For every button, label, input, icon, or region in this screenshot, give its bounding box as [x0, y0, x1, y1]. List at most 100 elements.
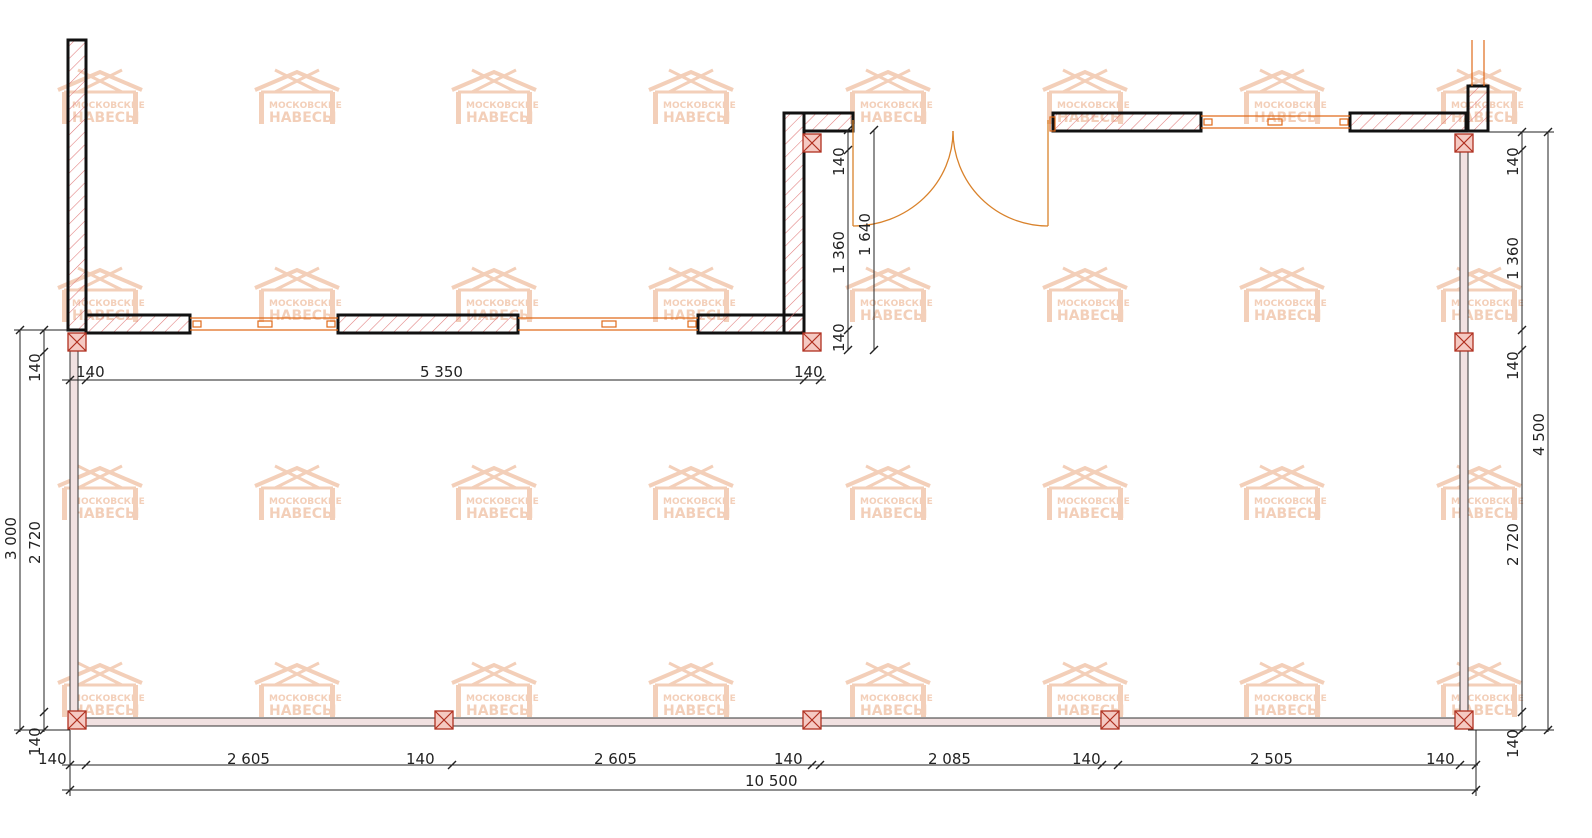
dim-bottom-3: 140 — [406, 750, 435, 768]
svg-text:МОСКОВСКИЕ: МОСКОВСКИЕ — [269, 497, 342, 507]
svg-text:МОСКОВСКИЕ: МОСКОВСКИЕ — [1057, 694, 1130, 704]
dim-bottom-1: 140 — [38, 750, 67, 768]
frame-beams — [69, 139, 1469, 727]
dimension-tick — [843, 145, 853, 155]
dimension-tick — [81, 375, 91, 385]
dimension-tick — [65, 785, 75, 795]
svg-text:МОСКОВСКИЕ: МОСКОВСКИЕ — [860, 101, 933, 111]
dim-bottom-6: 2 085 — [928, 750, 971, 768]
svg-text:МОСКОВСКИЕ: МОСКОВСКИЕ — [269, 101, 342, 111]
dimension-tick — [815, 760, 825, 770]
post — [802, 133, 822, 153]
dim-bottom-7: 140 — [1072, 750, 1101, 768]
svg-text:МОСКОВСКИЕ: МОСКОВСКИЕ — [466, 694, 539, 704]
dimension-tick — [1517, 725, 1527, 735]
post — [434, 710, 454, 730]
dim-mid-3: 140 — [830, 323, 848, 352]
svg-text:НАВЕСЫ: НАВЕСЫ — [72, 110, 140, 126]
svg-text:МОСКОВСКИЕ: МОСКОВСКИЕ — [269, 299, 342, 309]
svg-text:НАВЕСЫ: НАВЕСЫ — [72, 506, 140, 522]
post — [1100, 710, 1120, 730]
dimension-tick — [65, 760, 75, 770]
dim-right-outer: 4 500 — [1530, 413, 1548, 456]
double-door — [852, 120, 1049, 227]
svg-text:НАВЕСЫ: НАВЕСЫ — [466, 110, 534, 126]
window — [1471, 40, 1485, 86]
dim-right-5: 140 — [1504, 729, 1522, 758]
wall-corner — [1466, 84, 1490, 133]
post — [1454, 133, 1474, 153]
svg-text:МОСКОВСКИЕ: МОСКОВСКИЕ — [1254, 694, 1327, 704]
dim-mid-1: 140 — [830, 147, 848, 176]
svg-text:НАВЕСЫ: НАВЕСЫ — [466, 703, 534, 719]
dimension-tick — [1113, 760, 1123, 770]
dimension-labels: 140 2 605 140 2 605 140 2 085 140 2 505 … — [2, 147, 1548, 790]
post — [802, 332, 822, 352]
dim-right-2: 1 360 — [1504, 237, 1522, 280]
post — [67, 710, 87, 730]
svg-text:НАВЕСЫ: НАВЕСЫ — [1254, 703, 1322, 719]
dimension-tick — [1455, 760, 1465, 770]
svg-text:МОСКОВСКИЕ: МОСКОВСКИЕ — [1254, 497, 1327, 507]
svg-text:НАВЕСЫ: НАВЕСЫ — [860, 110, 928, 126]
svg-text:НАВЕСЫ: НАВЕСЫ — [860, 703, 928, 719]
walls — [66, 38, 1490, 335]
dimension-tick — [869, 345, 879, 355]
dim-right-1: 140 — [1504, 147, 1522, 176]
svg-text:МОСКОВСКИЕ: МОСКОВСКИЕ — [466, 299, 539, 309]
dim-right-4: 2 720 — [1504, 523, 1522, 566]
svg-text:МОСКОВСКИЕ: МОСКОВСКИЕ — [1254, 299, 1327, 309]
svg-text:МОСКОВСКИЕ: МОСКОВСКИЕ — [1057, 101, 1130, 111]
wall-segment — [336, 313, 520, 335]
dimension-lines — [14, 125, 1554, 796]
dim-door: 1 640 — [856, 213, 874, 256]
svg-text:НАВЕСЫ: НАВЕСЫ — [1254, 110, 1322, 126]
svg-text:НАВЕСЫ: НАВЕСЫ — [1057, 506, 1125, 522]
svg-text:НАВЕСЫ: НАВЕСЫ — [663, 110, 731, 126]
wall-segment — [1348, 111, 1468, 133]
dimension-tick — [15, 725, 25, 735]
dim-bottom-5: 140 — [774, 750, 803, 768]
wall-segment — [1051, 111, 1203, 133]
dimension-tick — [15, 325, 25, 335]
dim-left-2: 2 720 — [26, 521, 44, 564]
dim-bottom-2: 2 605 — [227, 750, 270, 768]
window — [518, 317, 698, 331]
post — [67, 332, 87, 352]
wall-segment — [84, 313, 192, 335]
dimension-tick — [81, 760, 91, 770]
svg-text:МОСКОВСКИЕ: МОСКОВСКИЕ — [663, 101, 736, 111]
posts — [67, 133, 1474, 730]
dimension-tick — [1517, 127, 1527, 137]
dimension-tick — [843, 325, 853, 335]
svg-text:МОСКОВСКИЕ: МОСКОВСКИЕ — [860, 497, 933, 507]
dimension-tick — [39, 707, 49, 717]
svg-text:НАВЕСЫ: НАВЕСЫ — [1057, 308, 1125, 324]
dim-bottom-4: 2 605 — [594, 750, 637, 768]
dim-left-1: 140 — [26, 353, 44, 382]
svg-text:НАВЕСЫ: НАВЕСЫ — [466, 506, 534, 522]
svg-text:НАВЕСЫ: НАВЕСЫ — [1254, 506, 1322, 522]
post — [1454, 332, 1474, 352]
svg-text:НАВЕСЫ: НАВЕСЫ — [72, 703, 140, 719]
dimension-tick — [1517, 707, 1527, 717]
post — [1454, 710, 1474, 730]
dimension-tick — [1543, 127, 1553, 137]
svg-text:МОСКОВСКИЕ: МОСКОВСКИЕ — [466, 497, 539, 507]
dimension-tick — [65, 375, 75, 385]
svg-text:МОСКОВСКИЕ: МОСКОВСКИЕ — [1451, 694, 1524, 704]
svg-text:МОСКОВСКИЕ: МОСКОВСКИЕ — [1254, 101, 1327, 111]
svg-text:МОСКОВСКИЕ: МОСКОВСКИЕ — [72, 694, 145, 704]
svg-text:НАВЕСЫ: НАВЕСЫ — [269, 308, 337, 324]
wall-middle — [782, 111, 806, 335]
